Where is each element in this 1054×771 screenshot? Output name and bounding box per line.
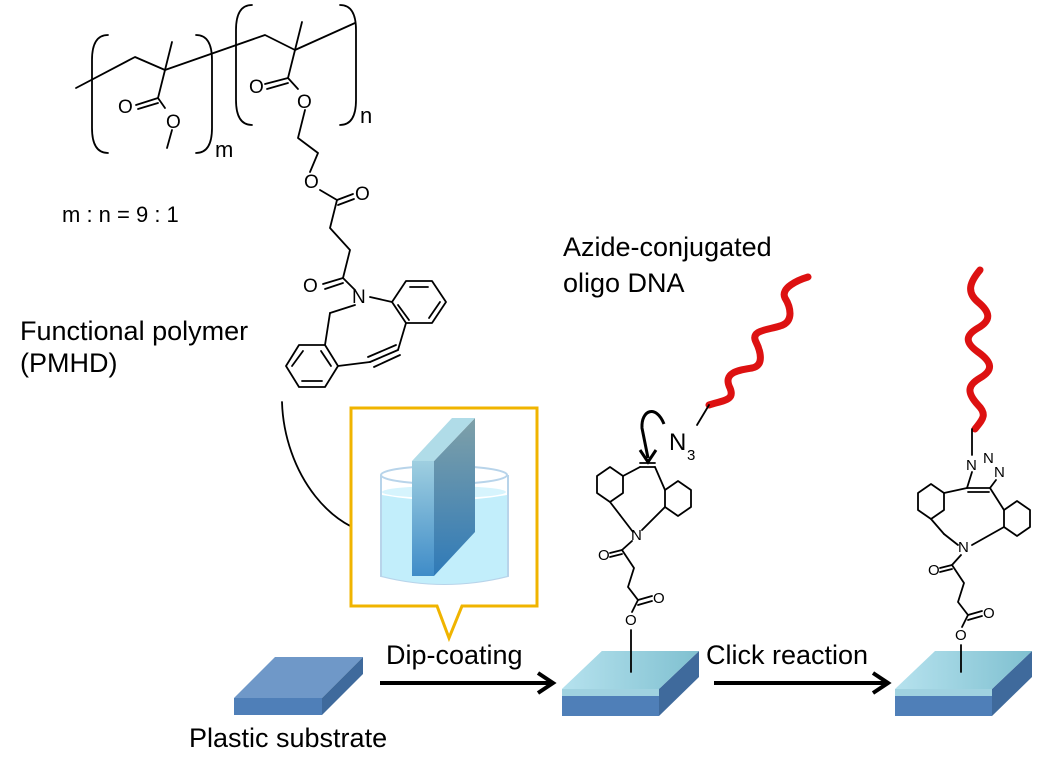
atom-o: O <box>928 562 940 579</box>
surface-dbco: N O O O <box>596 462 692 673</box>
atom-o: O <box>297 92 312 113</box>
dna-grafted-substrate <box>895 651 1032 716</box>
atom-o: O <box>249 77 264 98</box>
dna-label-line1: Azide-conjugated <box>563 232 772 262</box>
dip-coating-label: Dip-coating <box>386 640 523 670</box>
polymer-structure: O O m O O n O O O N <box>75 4 447 388</box>
plain-substrate <box>234 657 363 715</box>
atom-o: O <box>304 172 319 193</box>
glass-slide-icon <box>412 418 475 576</box>
bracket-n-right <box>339 4 357 126</box>
attack-arrow <box>640 410 666 459</box>
dna-strand-free <box>705 273 812 409</box>
subscript-n: n <box>360 103 372 128</box>
atom-o: O <box>303 276 318 297</box>
atom-o: O <box>653 590 665 607</box>
polymer-backbone <box>75 22 356 89</box>
dna-label-line2: oligo DNA <box>563 268 685 298</box>
azide-linker <box>696 404 710 426</box>
atom-o: O <box>955 627 967 644</box>
polymer-abbrev-label: (PMHD) <box>20 348 117 378</box>
bracket-n-left <box>235 4 253 126</box>
attack-arrowhead <box>638 449 658 465</box>
monomer-ratio-label: m : n = 9 : 1 <box>62 202 179 227</box>
atom-n: N <box>631 527 642 544</box>
dna-strand-grafted <box>964 266 993 433</box>
atom-n: N <box>958 539 969 556</box>
atom-o: O <box>166 112 181 133</box>
dip-coating-arrow <box>380 671 557 695</box>
azide-subscript: 3 <box>687 447 695 464</box>
click-reaction-arrow <box>714 671 892 695</box>
atom-n: N <box>983 450 994 467</box>
click-reaction-label: Click reaction <box>706 640 868 670</box>
atom-o: O <box>355 184 370 205</box>
bracket-m-right <box>195 34 213 154</box>
atom-n: N <box>994 464 1005 481</box>
atom-n: N <box>966 457 977 474</box>
subscript-m: m <box>215 137 233 162</box>
atom-n: N <box>352 287 366 308</box>
polymer-name-label: Functional polymer <box>20 316 248 346</box>
atom-o: O <box>598 547 610 564</box>
azide-n-symbol: N <box>669 429 686 456</box>
atom-o: O <box>625 612 637 629</box>
dip-coating-callout <box>349 406 539 643</box>
triazole-dbco-conjugate: N N N N O O O <box>917 428 1031 673</box>
atom-o: O <box>983 605 995 622</box>
atom-o: O <box>118 97 133 118</box>
plastic-substrate-label: Plastic substrate <box>189 723 387 753</box>
bracket-m-left <box>91 34 109 154</box>
